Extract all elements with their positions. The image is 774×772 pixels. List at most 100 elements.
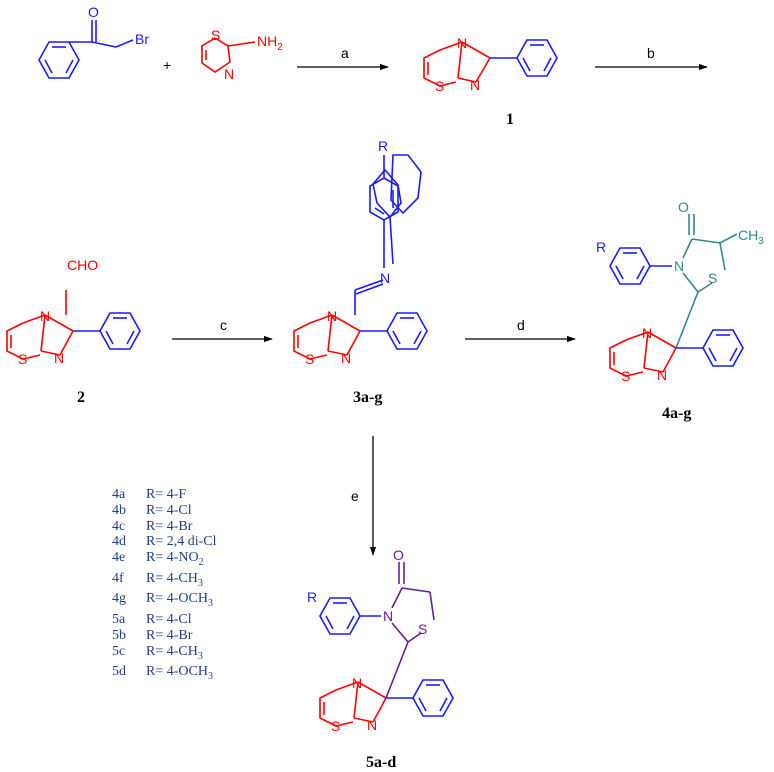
substituent-subscript: 3	[197, 577, 203, 589]
substituent-row: 4c R= 4-Br	[112, 519, 217, 535]
substituent-value: R= 4-Cl	[146, 611, 192, 627]
step-b-label: b	[647, 45, 655, 61]
compound-2-nitrogen-bridge: N	[40, 308, 50, 324]
compound-1-nitrogen-bridge: N	[457, 35, 467, 51]
compound-code: 5d	[112, 664, 126, 680]
substituent-row: 4g R= 4-OCH3	[112, 591, 217, 612]
compound-4-r-label: R	[596, 239, 606, 255]
compound-4-ring-nitrogen: N	[674, 258, 684, 274]
carbonyl-oxygen-label: O	[88, 4, 99, 20]
compound-code: 4c	[112, 518, 126, 534]
imine-nitrogen-label: N	[380, 270, 390, 286]
compound-5-nitrogen: N	[367, 717, 377, 733]
aryl-ring	[319, 597, 361, 635]
substituent-subscript: 3	[197, 650, 203, 662]
amine-label: NH2	[257, 33, 283, 53]
compound-4-label: 4a-g	[662, 405, 691, 422]
substituent-row: 4d R= 2,4 di-Cl	[112, 534, 217, 550]
aminothiazole	[201, 37, 256, 73]
aldehyde-label: CHO	[67, 257, 98, 273]
substituent-list: 4a R= 4-F 4b R= 4-Cl 4c R= 4-Br 4d R= 2,4 di-Cl…	[112, 487, 217, 685]
compound-5-label: 5a-d	[366, 754, 396, 771]
substituent-row: 4f R= 4-CH3	[112, 571, 217, 592]
substituent-row: 5d R= 4-OCH3	[112, 664, 217, 685]
compound-2-sulfur: S	[18, 351, 27, 367]
benzene-ring	[99, 312, 141, 350]
compound-5-structure	[319, 562, 454, 727]
compound-4-nitrogen-bridge: N	[642, 325, 652, 341]
compound-code: 5c	[112, 643, 126, 659]
compound-5-r-label: R	[307, 589, 317, 605]
compound-code: 5a	[112, 611, 126, 627]
step-d-label: d	[517, 317, 525, 333]
compound-code: 5b	[112, 627, 126, 643]
substituent-row: 5b R= 4-Br	[112, 628, 217, 644]
step-a-label: a	[341, 45, 349, 61]
substituent-value: R= 4-CH	[146, 570, 198, 586]
step-e-label: e	[351, 488, 359, 504]
compound-5-ring-sulfur: S	[418, 621, 427, 637]
compound-3-sulfur: S	[305, 351, 314, 367]
substituent-value: R= 4-Br	[146, 518, 193, 534]
substituent-value: R= 2,4 di-Cl	[146, 534, 217, 550]
aryl-ring-benzene	[374, 224, 414, 260]
substituent-subscript: 2	[198, 556, 204, 568]
compound-4-structure	[609, 214, 744, 377]
imine-aryl	[369, 155, 399, 268]
benzene-ring	[702, 329, 744, 367]
compound-3-nitrogen: N	[341, 350, 351, 366]
substituent-row: 4a R= 4-F	[112, 487, 217, 503]
compound-code: 4b	[112, 502, 126, 518]
phenacyl-bromide	[38, 20, 134, 79]
benzene-ring	[412, 679, 454, 717]
aryl-ring	[372, 168, 402, 219]
compound-2-nitrogen: N	[54, 350, 64, 366]
methyl-label: CH3	[738, 227, 764, 247]
compound-5-ring-nitrogen: N	[383, 608, 393, 624]
compound-code: 4g	[112, 591, 126, 607]
compound-5-nitrogen-bridge: N	[352, 675, 362, 691]
benzene-ring	[386, 312, 428, 350]
compound-code: 4d	[112, 534, 126, 550]
aryl-ring	[609, 247, 651, 285]
substituent-value: R= 4-NO	[146, 550, 199, 566]
compound-5-oxygen: O	[393, 547, 404, 563]
compound-3-structure	[293, 168, 428, 360]
nitrogen-label: N	[224, 66, 234, 82]
compound-1-sulfur: S	[435, 78, 444, 94]
compound-code: 4a	[112, 487, 126, 502]
substituent-value: R= 4-CH	[146, 643, 198, 659]
substituent-row: 4e R= 4-NO2	[112, 550, 217, 571]
substituent-row: 5c R= 4-CH3	[112, 644, 217, 665]
substituent-row: 5a R= 4-Cl	[112, 612, 217, 628]
step-c-label: c	[220, 317, 227, 333]
substituent-value: R= 4-F	[146, 487, 187, 502]
compound-4-oxygen: O	[678, 199, 689, 215]
compound-code: 4e	[112, 550, 126, 566]
compound-3-nitrogen-bridge: N	[327, 308, 337, 324]
compound-1-label: 1	[506, 111, 514, 128]
plus-sign: +	[163, 57, 171, 73]
compound-2-structure	[6, 290, 141, 360]
compound-5-sulfur: S	[331, 718, 340, 734]
imine-r-label: R	[378, 138, 388, 154]
substituent-value: R= 4-Br	[146, 627, 193, 643]
compound-3-label: 3a-g	[353, 389, 382, 406]
benzene-ring	[516, 39, 558, 77]
compound-code: 4f	[112, 570, 124, 586]
substituent-subscript: 3	[207, 598, 213, 610]
aryl-ring-N	[390, 154, 422, 215]
compound-1-nitrogen: N	[470, 77, 480, 93]
substituent-value: R= 4-OCH	[146, 591, 208, 607]
substituent-row: 4b R= 4-Cl	[112, 503, 217, 519]
bromine-label: Br	[135, 31, 149, 47]
sulfur-label: S	[211, 27, 220, 43]
compound-1-structure	[423, 39, 558, 87]
substituent-value: R= 4-Cl	[146, 502, 192, 518]
compound-2-label: 2	[77, 389, 85, 406]
substituent-subscript: 3	[207, 670, 213, 682]
compound-4-ring-sulfur: S	[708, 270, 717, 286]
compound-4-sulfur: S	[621, 368, 630, 384]
substituent-value: R= 4-OCH	[146, 664, 208, 680]
